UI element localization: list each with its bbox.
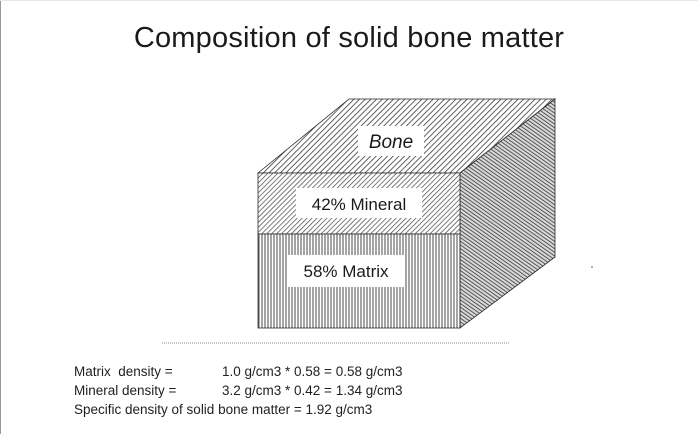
bone-label: Bone bbox=[369, 132, 413, 153]
density-formulas: Matrix density =1.0 g/cm3 * 0.58 = 0.58 … bbox=[74, 362, 402, 419]
matrix-label: 58% Matrix bbox=[303, 262, 389, 281]
mineral-label: 42% Mineral bbox=[312, 195, 407, 214]
matrix-density-expression: 1.0 g/cm3 * 0.58 = 0.58 g/cm3 bbox=[222, 364, 402, 379]
matrix-density-line: Matrix density =1.0 g/cm3 * 0.58 = 0.58 … bbox=[74, 362, 402, 381]
mineral-density-label: Mineral density = bbox=[74, 381, 222, 400]
mineral-density-line: Mineral density =3.2 g/cm3 * 0.42 = 1.34… bbox=[74, 381, 402, 400]
matrix-density-label: Matrix density = bbox=[74, 362, 222, 381]
scan-artifact-dot bbox=[591, 266, 593, 268]
specific-density-text: Specific density of solid bone matter = … bbox=[74, 400, 372, 419]
mineral-density-expression: 3.2 g/cm3 * 0.42 = 1.34 g/cm3 bbox=[222, 383, 402, 398]
specific-density-line: Specific density of solid bone matter = … bbox=[74, 400, 402, 419]
